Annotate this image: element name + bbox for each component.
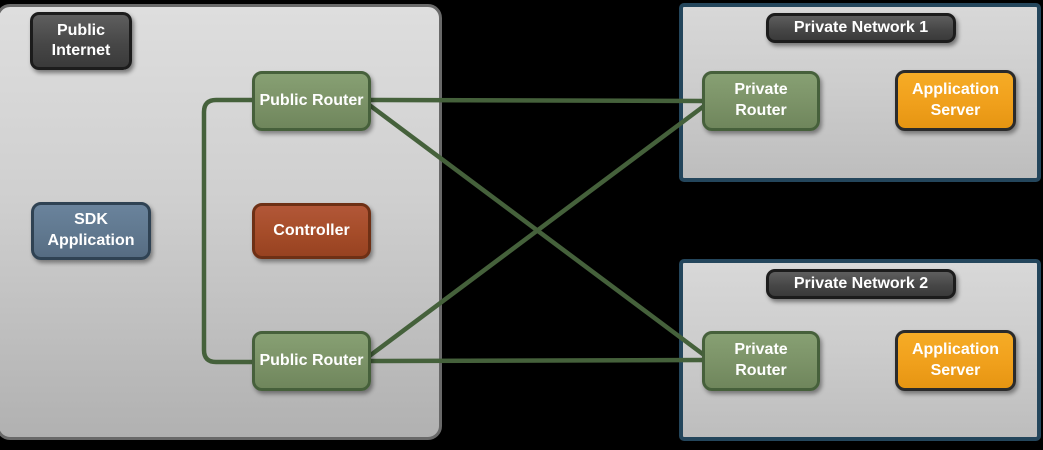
- public-router-top-node: Public Router: [252, 71, 371, 131]
- link-router-bottom-to-private-router-2: [367, 357, 705, 364]
- sdk-application-node: SDK Application: [31, 202, 151, 260]
- application-server-2-node: Application Server: [895, 330, 1016, 391]
- link-router-bottom-to-private-router-1: [366, 104, 706, 359]
- private-network-1-label: Private Network 1: [766, 13, 956, 43]
- public-router-bottom-node: Public Router: [252, 331, 371, 391]
- private-router-2-node: Private Router: [702, 331, 820, 391]
- link-router-top-to-private-router-1: [367, 97, 705, 104]
- application-server-1-node: Application Server: [895, 70, 1016, 131]
- private-network-2-label: Private Network 2: [766, 269, 956, 299]
- private-router-1-node: Private Router: [702, 71, 820, 131]
- controller-node: Controller: [252, 203, 371, 259]
- link-router-top-to-router-bottom-bracket: [201, 97, 252, 365]
- public-internet-label: Public Internet: [30, 12, 132, 70]
